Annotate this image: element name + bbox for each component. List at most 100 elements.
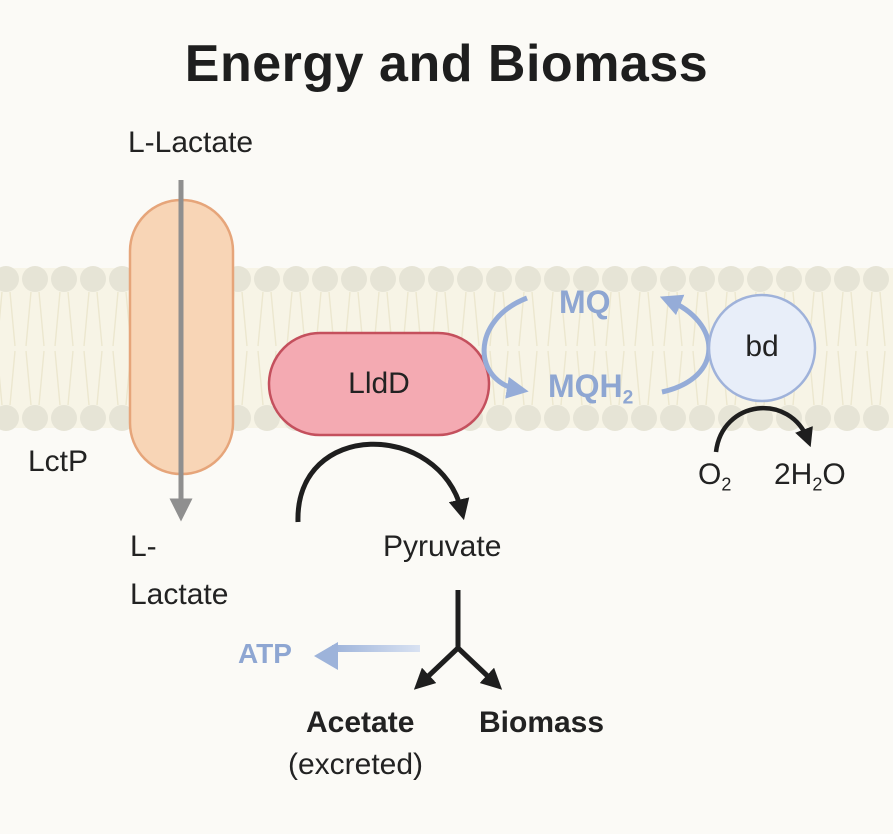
lipid-head-top [428,266,454,292]
lipid-head-bottom [863,405,889,431]
lipid-tail-bottom [663,350,683,406]
lipid-tail-top [83,291,103,347]
lipid-head-top [805,266,831,292]
lipid-head-bottom [80,405,106,431]
lipid-head-bottom [515,405,541,431]
l-lactate-outside-label: L-Lactate [128,126,254,159]
lipid-head-top [515,266,541,292]
atp-label: ATP [238,638,292,669]
lipid-head-top [399,266,425,292]
lipid-head-bottom [631,405,657,431]
lipid-tail-bottom [83,350,103,406]
lipid-head-top [22,266,48,292]
lipid-tail-bottom [547,350,567,406]
lipid-tail-bottom [0,350,16,406]
mq-reduction-arrow [481,295,529,399]
lipid-head-bottom [486,405,512,431]
lipid-head-bottom [747,405,773,431]
lipid-tail-top [866,291,886,347]
lipid-head-bottom [573,405,599,431]
lctp-label: LctP [28,445,89,478]
lipid-tail-top [54,291,74,347]
lipid-head-bottom [22,405,48,431]
lipid-tail-top [547,291,567,347]
l-lactate-inside-label-line2: Lactate [130,578,229,611]
lipid-head-top [457,266,483,292]
lldd-enzyme [267,331,491,437]
water-prefix: 2H [774,458,813,491]
water-label: 2H2O [774,458,846,495]
mqh2-subscript: 2 [622,387,634,409]
lipid-tail-bottom [25,350,45,406]
lipid-head-top [51,266,77,292]
l-lactate-inside-label-line1: L- [130,530,157,563]
o2-subscript: 2 [721,474,732,495]
lipid-head-top [776,266,802,292]
oxygen-reduction-arrow [713,405,813,453]
lipid-head-bottom [602,405,628,431]
mq-label: MQ [559,284,611,320]
lipid-head-bottom [51,405,77,431]
acetate-excreted-label: (excreted) [288,748,424,781]
lldd-label: LldD [348,367,410,400]
diagram-title: Energy and Biomass [184,35,709,93]
lipid-head-bottom [254,405,280,431]
lipid-head-top [573,266,599,292]
mqh2-base: MQH [548,368,623,404]
lipid-head-top [283,266,309,292]
lipid-head-bottom [834,405,860,431]
pyruvate-label: Pyruvate [383,530,502,563]
lipid-head-bottom [660,405,686,431]
lipid-tail-top [605,291,625,347]
lipid-head-top [0,266,19,292]
lipid-tail-top [257,291,277,347]
lipid-head-top [747,266,773,292]
lipid-head-top [602,266,628,292]
lipid-head-top [370,266,396,292]
lipid-head-top [863,266,889,292]
acetate-label: Acetate [306,706,415,739]
bd-oxidase [707,293,817,403]
biomass-label: Biomass [479,706,605,739]
atp-arrow-head [314,642,338,670]
lipid-tail-bottom [54,350,74,406]
pyruvate-branch [413,590,503,690]
lipid-head-top [486,266,512,292]
lipid-head-top [718,266,744,292]
lipid-head-top [254,266,280,292]
lipid-head-bottom [544,405,570,431]
lipid-head-bottom [805,405,831,431]
o2-base: O [698,458,722,491]
bd-label: bd [745,330,779,363]
lipid-head-bottom [689,405,715,431]
lactate-oxidation-arrow [295,441,470,523]
lipid-head-top [312,266,338,292]
water-suffix: O [822,458,846,491]
lipid-tail-bottom [837,350,857,406]
lipid-tail-top [634,291,654,347]
mqh2-label: MQH2 [548,368,633,408]
lipid-tail-top [489,291,509,347]
lipid-head-top [80,266,106,292]
lipid-head-top [631,266,657,292]
lipid-head-top [544,266,570,292]
lipid-tail-top [0,291,16,347]
water-subscript: 2 [812,474,823,495]
lipid-tail-top [25,291,45,347]
lipid-head-bottom [109,405,135,431]
lipid-tail-top [460,291,480,347]
lipid-head-bottom [0,405,19,431]
atp-arrow-shaft [332,645,420,652]
lipid-tail-top [837,291,857,347]
lipid-head-top [689,266,715,292]
lipid-tail-bottom [634,350,654,406]
biomass-arrow [456,646,503,690]
lipid-tail-bottom [866,350,886,406]
lipid-tail-top [576,291,596,347]
lipid-tail-bottom [605,350,625,406]
o2-label: O2 [698,458,732,495]
lipid-head-top [660,266,686,292]
lipid-head-top [834,266,860,292]
